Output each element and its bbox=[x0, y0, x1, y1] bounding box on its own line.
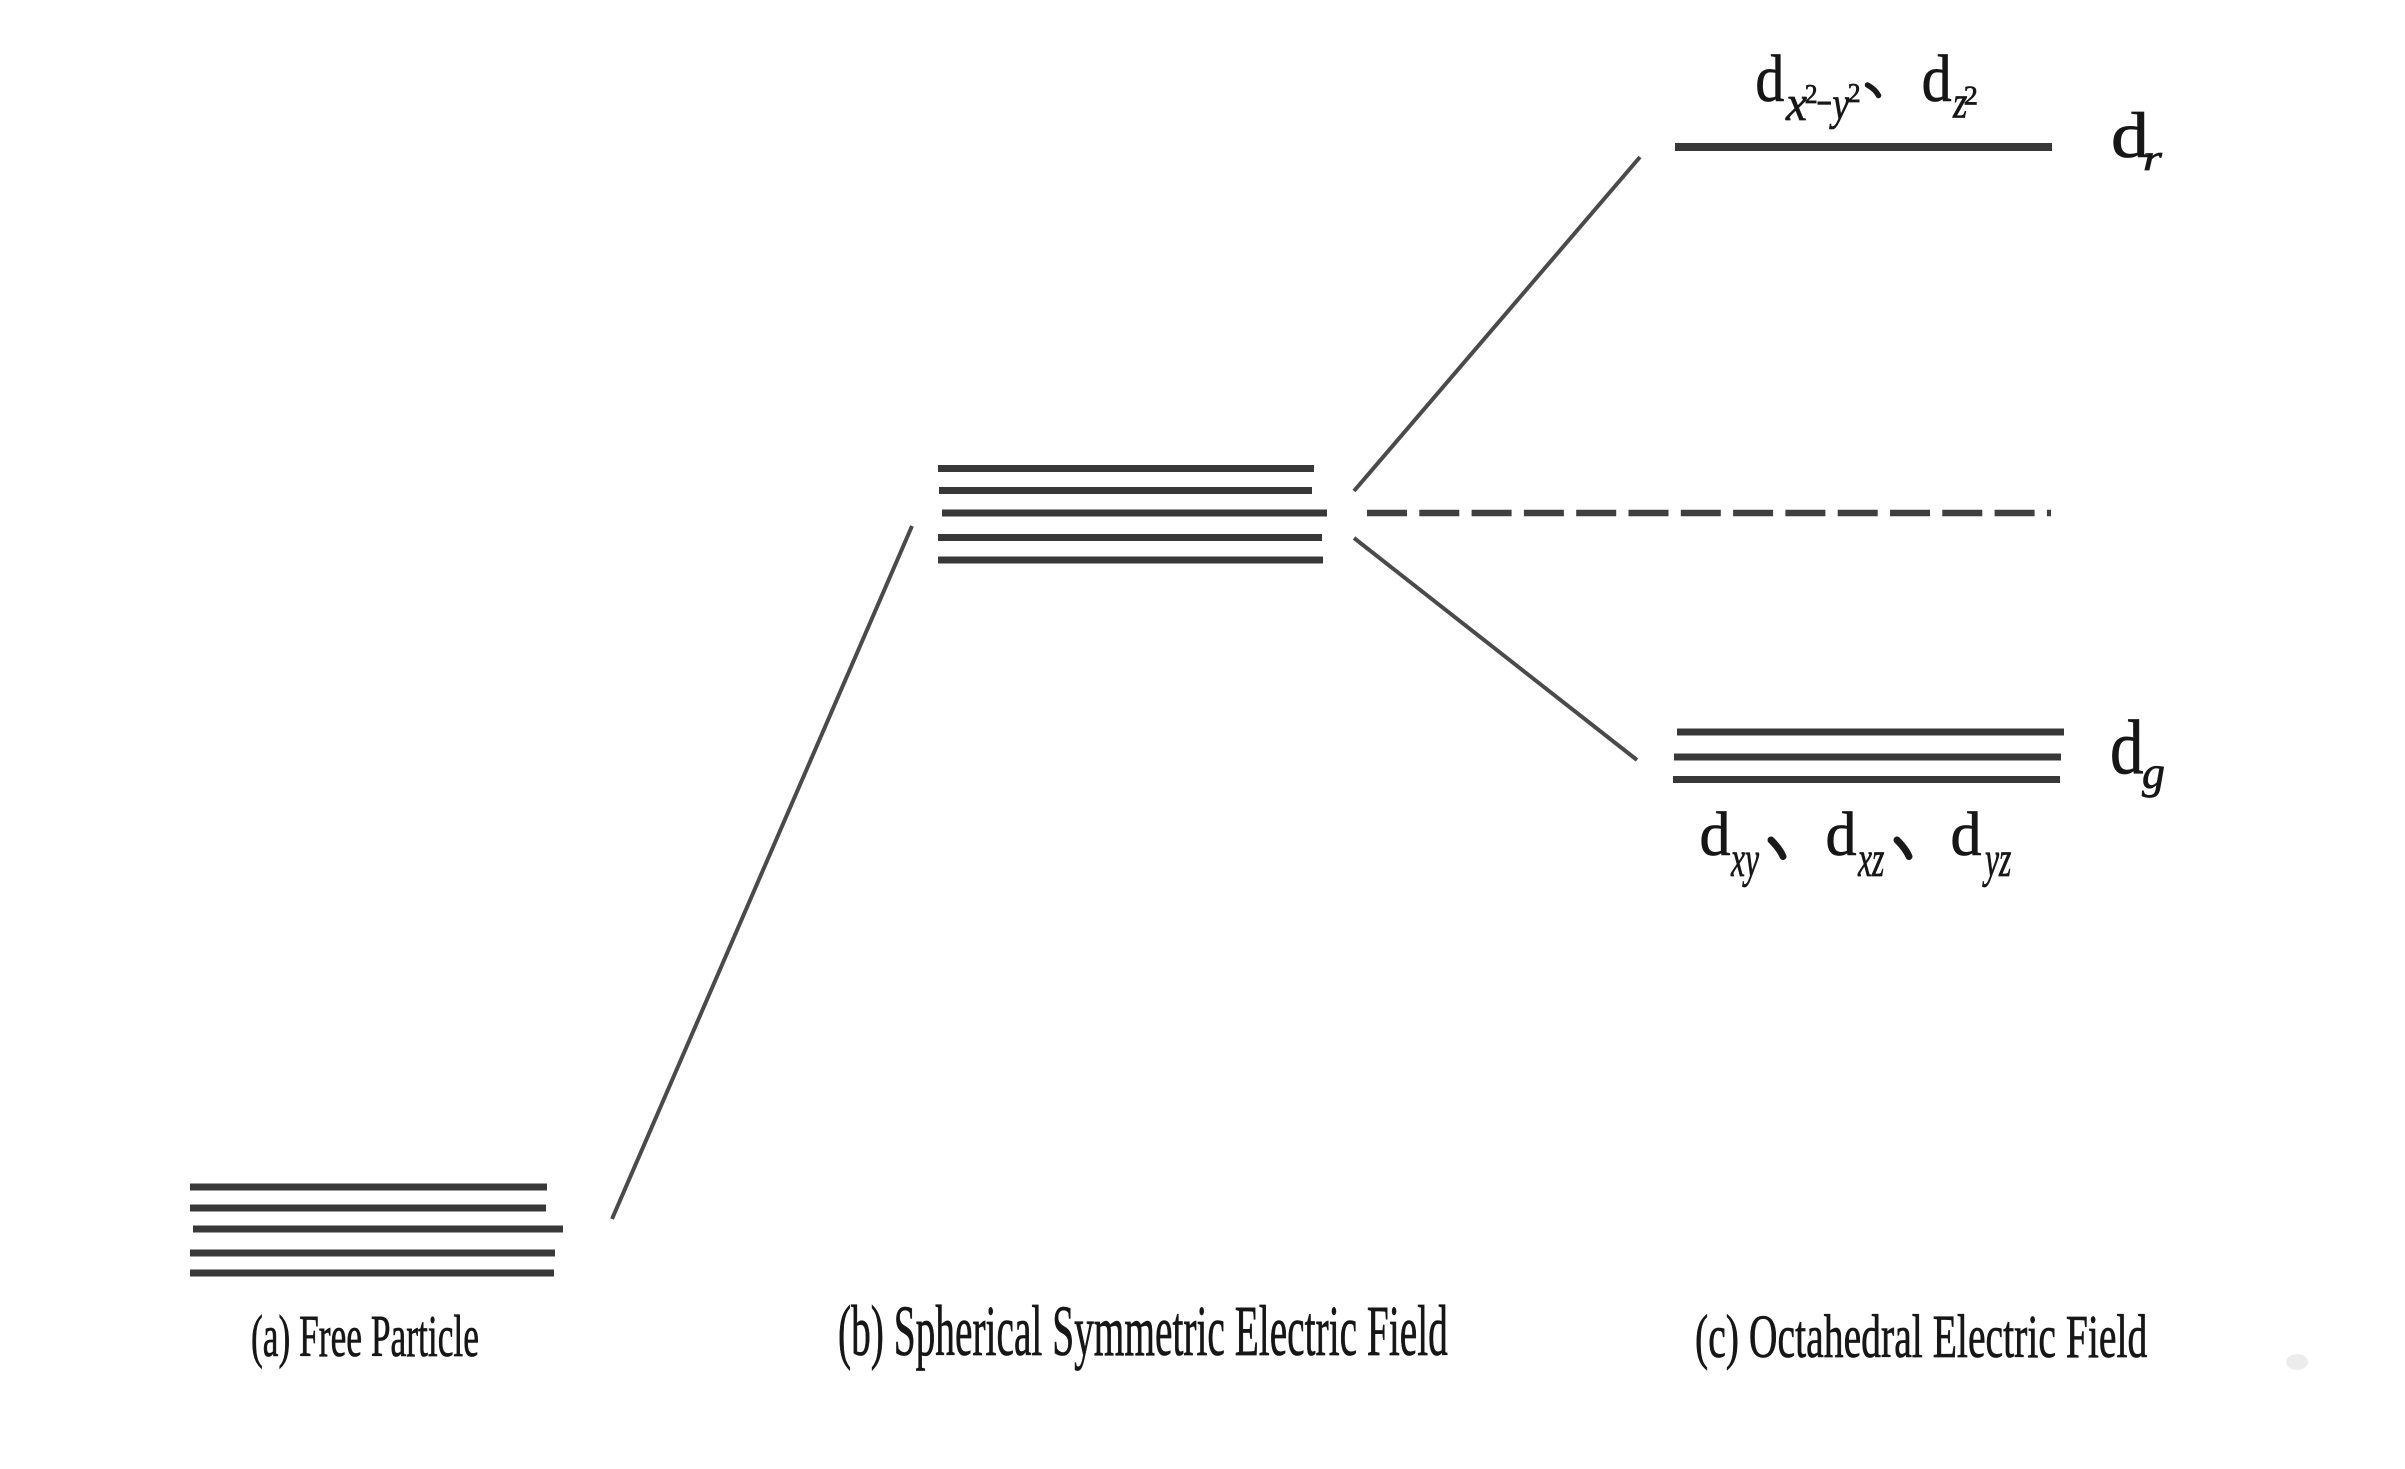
svg-text:xy: xy bbox=[1730, 832, 1759, 888]
svg-text:2: 2 bbox=[1964, 80, 1978, 110]
svg-text:y: y bbox=[1829, 78, 1849, 130]
svg-text:d: d bbox=[2110, 705, 2143, 790]
svg-text:g: g bbox=[2142, 747, 2165, 798]
svg-text:(b) Spherical Symmetric Electr: (b) Spherical Symmetric Electric Field bbox=[838, 1291, 1448, 1372]
svg-text:(a) Free Particle: (a) Free Particle bbox=[251, 1304, 479, 1369]
svg-text:yz: yz bbox=[1982, 832, 2011, 888]
svg-text:d: d bbox=[1922, 41, 1952, 116]
svg-text:r: r bbox=[2143, 139, 2162, 179]
svg-text:d: d bbox=[1826, 801, 1857, 869]
svg-text:d: d bbox=[2111, 100, 2149, 172]
svg-text:z: z bbox=[1952, 78, 1967, 129]
svg-text:x: x bbox=[1785, 76, 1807, 131]
svg-text:2: 2 bbox=[1848, 78, 1861, 108]
svg-text:(c) Octahedral Electric Field: (c) Octahedral Electric Field bbox=[1695, 1304, 2148, 1372]
svg-text:d: d bbox=[1700, 801, 1731, 869]
svg-text:xz: xz bbox=[1857, 832, 1884, 888]
svg-text:2: 2 bbox=[1805, 79, 1818, 109]
svg-text:d: d bbox=[1951, 801, 1982, 869]
svg-text:d: d bbox=[1755, 42, 1784, 116]
